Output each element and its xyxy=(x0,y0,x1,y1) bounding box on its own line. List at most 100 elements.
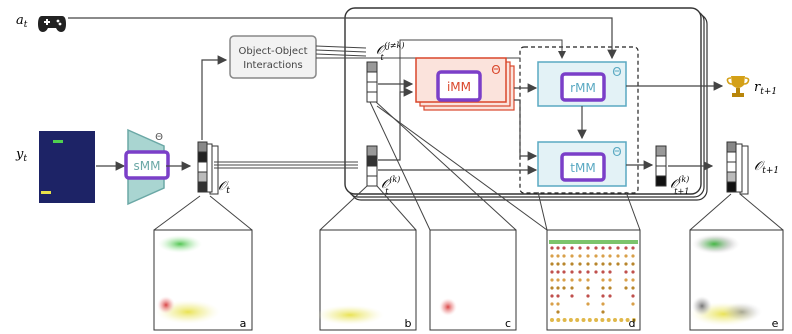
panel-d-dot xyxy=(550,286,554,290)
reward-label: rt+1 xyxy=(754,80,777,97)
panel-d-bottom-dot xyxy=(550,318,554,322)
panel-d-dot xyxy=(601,302,605,306)
panel-d-dot xyxy=(562,286,566,290)
panel-d-dot xyxy=(556,246,560,250)
panel-d-dot xyxy=(570,254,574,258)
panel-d-dot xyxy=(601,286,605,290)
panel-d-dot xyxy=(578,278,582,282)
panel-d-dot xyxy=(631,262,635,266)
panel-d-bottom-dot xyxy=(600,318,605,322)
panel-d-dot xyxy=(594,246,598,250)
tmm-theta: Θ xyxy=(612,145,621,159)
panel-d-dot xyxy=(624,270,628,274)
panel-d-bottom-dot xyxy=(631,318,636,322)
smm-module: sMM Θ xyxy=(124,128,170,206)
panel-d-dot xyxy=(556,294,560,298)
trophy-icon xyxy=(726,76,750,97)
interactions-line1: Object-Object xyxy=(238,46,307,57)
panel-d-bottom-dot xyxy=(562,318,567,322)
panel-d-dot xyxy=(616,254,620,258)
panel-d-dot xyxy=(586,262,590,266)
panel-e-label: e xyxy=(772,317,779,330)
panel-d-dot xyxy=(624,246,628,250)
panel-d-dot xyxy=(556,302,560,306)
panel-d-dot xyxy=(601,294,605,298)
panel-d-dot xyxy=(601,254,605,258)
panel-d-dot xyxy=(586,270,590,274)
panel-d-dot xyxy=(556,270,560,274)
panel-c: c xyxy=(429,229,517,331)
panel-d-dot xyxy=(570,278,574,282)
panel-d-dot xyxy=(601,278,605,282)
rmm-theta: Θ xyxy=(612,65,621,79)
panel-d-dot xyxy=(608,270,612,274)
panel-d-dot xyxy=(562,270,566,274)
panel-d-label: d xyxy=(629,317,636,330)
panel-d-dot xyxy=(631,302,635,306)
tmm-module: tMM Θ xyxy=(537,141,627,187)
panel-d-dot xyxy=(601,270,605,274)
object-column-jk xyxy=(366,61,378,103)
panel-d-dot xyxy=(601,262,605,266)
imm-to-tmm-arrow xyxy=(514,99,538,161)
panel-d-dot xyxy=(550,262,554,266)
panel-a-label: a xyxy=(240,317,247,330)
panel-d-dot xyxy=(570,270,574,274)
panel-d-dot xyxy=(562,246,566,250)
panel-d-dot xyxy=(624,262,628,266)
panel-d-dot xyxy=(624,286,628,290)
panel-d-dot xyxy=(624,254,628,258)
panel-d-dot xyxy=(616,262,620,266)
panel-d-dot xyxy=(550,270,554,274)
panel-d-dot xyxy=(550,294,554,298)
panel-d-dot xyxy=(594,270,598,274)
ok-to-imm-arrow xyxy=(378,87,414,161)
tmm-label: tMM xyxy=(570,161,595,175)
panel-d-bottom-dot xyxy=(619,318,624,322)
panel-d-dot xyxy=(631,270,635,274)
imm-module: iMM Θ xyxy=(415,57,515,111)
panel-a: a xyxy=(153,229,253,331)
interactions-to-ojk-lines xyxy=(315,45,367,57)
panel-d-dot xyxy=(631,286,635,290)
panel-d-bottom-dot xyxy=(581,318,586,322)
panel-d-dot xyxy=(578,254,582,258)
object-stack-t xyxy=(197,141,219,195)
panel-d-dot xyxy=(601,246,605,250)
obj-next-k-label: 𝒪(k)t+1 xyxy=(670,175,689,196)
panel-d-dot xyxy=(586,246,590,250)
panel-d-dot xyxy=(550,302,554,306)
panel-c-label: c xyxy=(505,317,511,330)
panel-d-dot xyxy=(608,246,612,250)
panel-d-dot xyxy=(594,262,598,266)
panel-d-dot xyxy=(631,246,635,250)
panel-d-dot xyxy=(562,278,566,282)
panel-d-dot xyxy=(570,246,574,250)
panel-e: e xyxy=(689,229,784,331)
panel-d-dot xyxy=(594,254,598,258)
panel-d-dot xyxy=(562,262,566,266)
panel-d-bottom-dot xyxy=(594,318,599,322)
rmm-label: rMM xyxy=(570,81,596,95)
dashed-group xyxy=(519,46,639,194)
panel-d-dot xyxy=(550,246,554,250)
panel-d-dot xyxy=(578,262,582,266)
panel-d-dot xyxy=(586,278,590,282)
panel-d-bottom-dot xyxy=(587,318,592,322)
object-column-k xyxy=(366,145,378,187)
rmm-module: rMM Θ xyxy=(537,61,627,107)
panel-d-dot xyxy=(556,278,560,282)
panel-d-dot xyxy=(631,278,635,282)
panel-d-dot xyxy=(586,302,590,306)
action-arrow xyxy=(68,17,617,60)
smm-label: sMM xyxy=(134,159,161,173)
smm-theta: Θ xyxy=(155,132,163,143)
panel-d-bottom-dot xyxy=(606,318,611,322)
panel-d-dot xyxy=(624,278,628,282)
panel-d-bottom-dot xyxy=(613,318,617,322)
panel-d-dot xyxy=(550,254,554,258)
panel-d-dot xyxy=(556,310,560,314)
interactions-box: Object-Object Interactions xyxy=(229,35,317,79)
